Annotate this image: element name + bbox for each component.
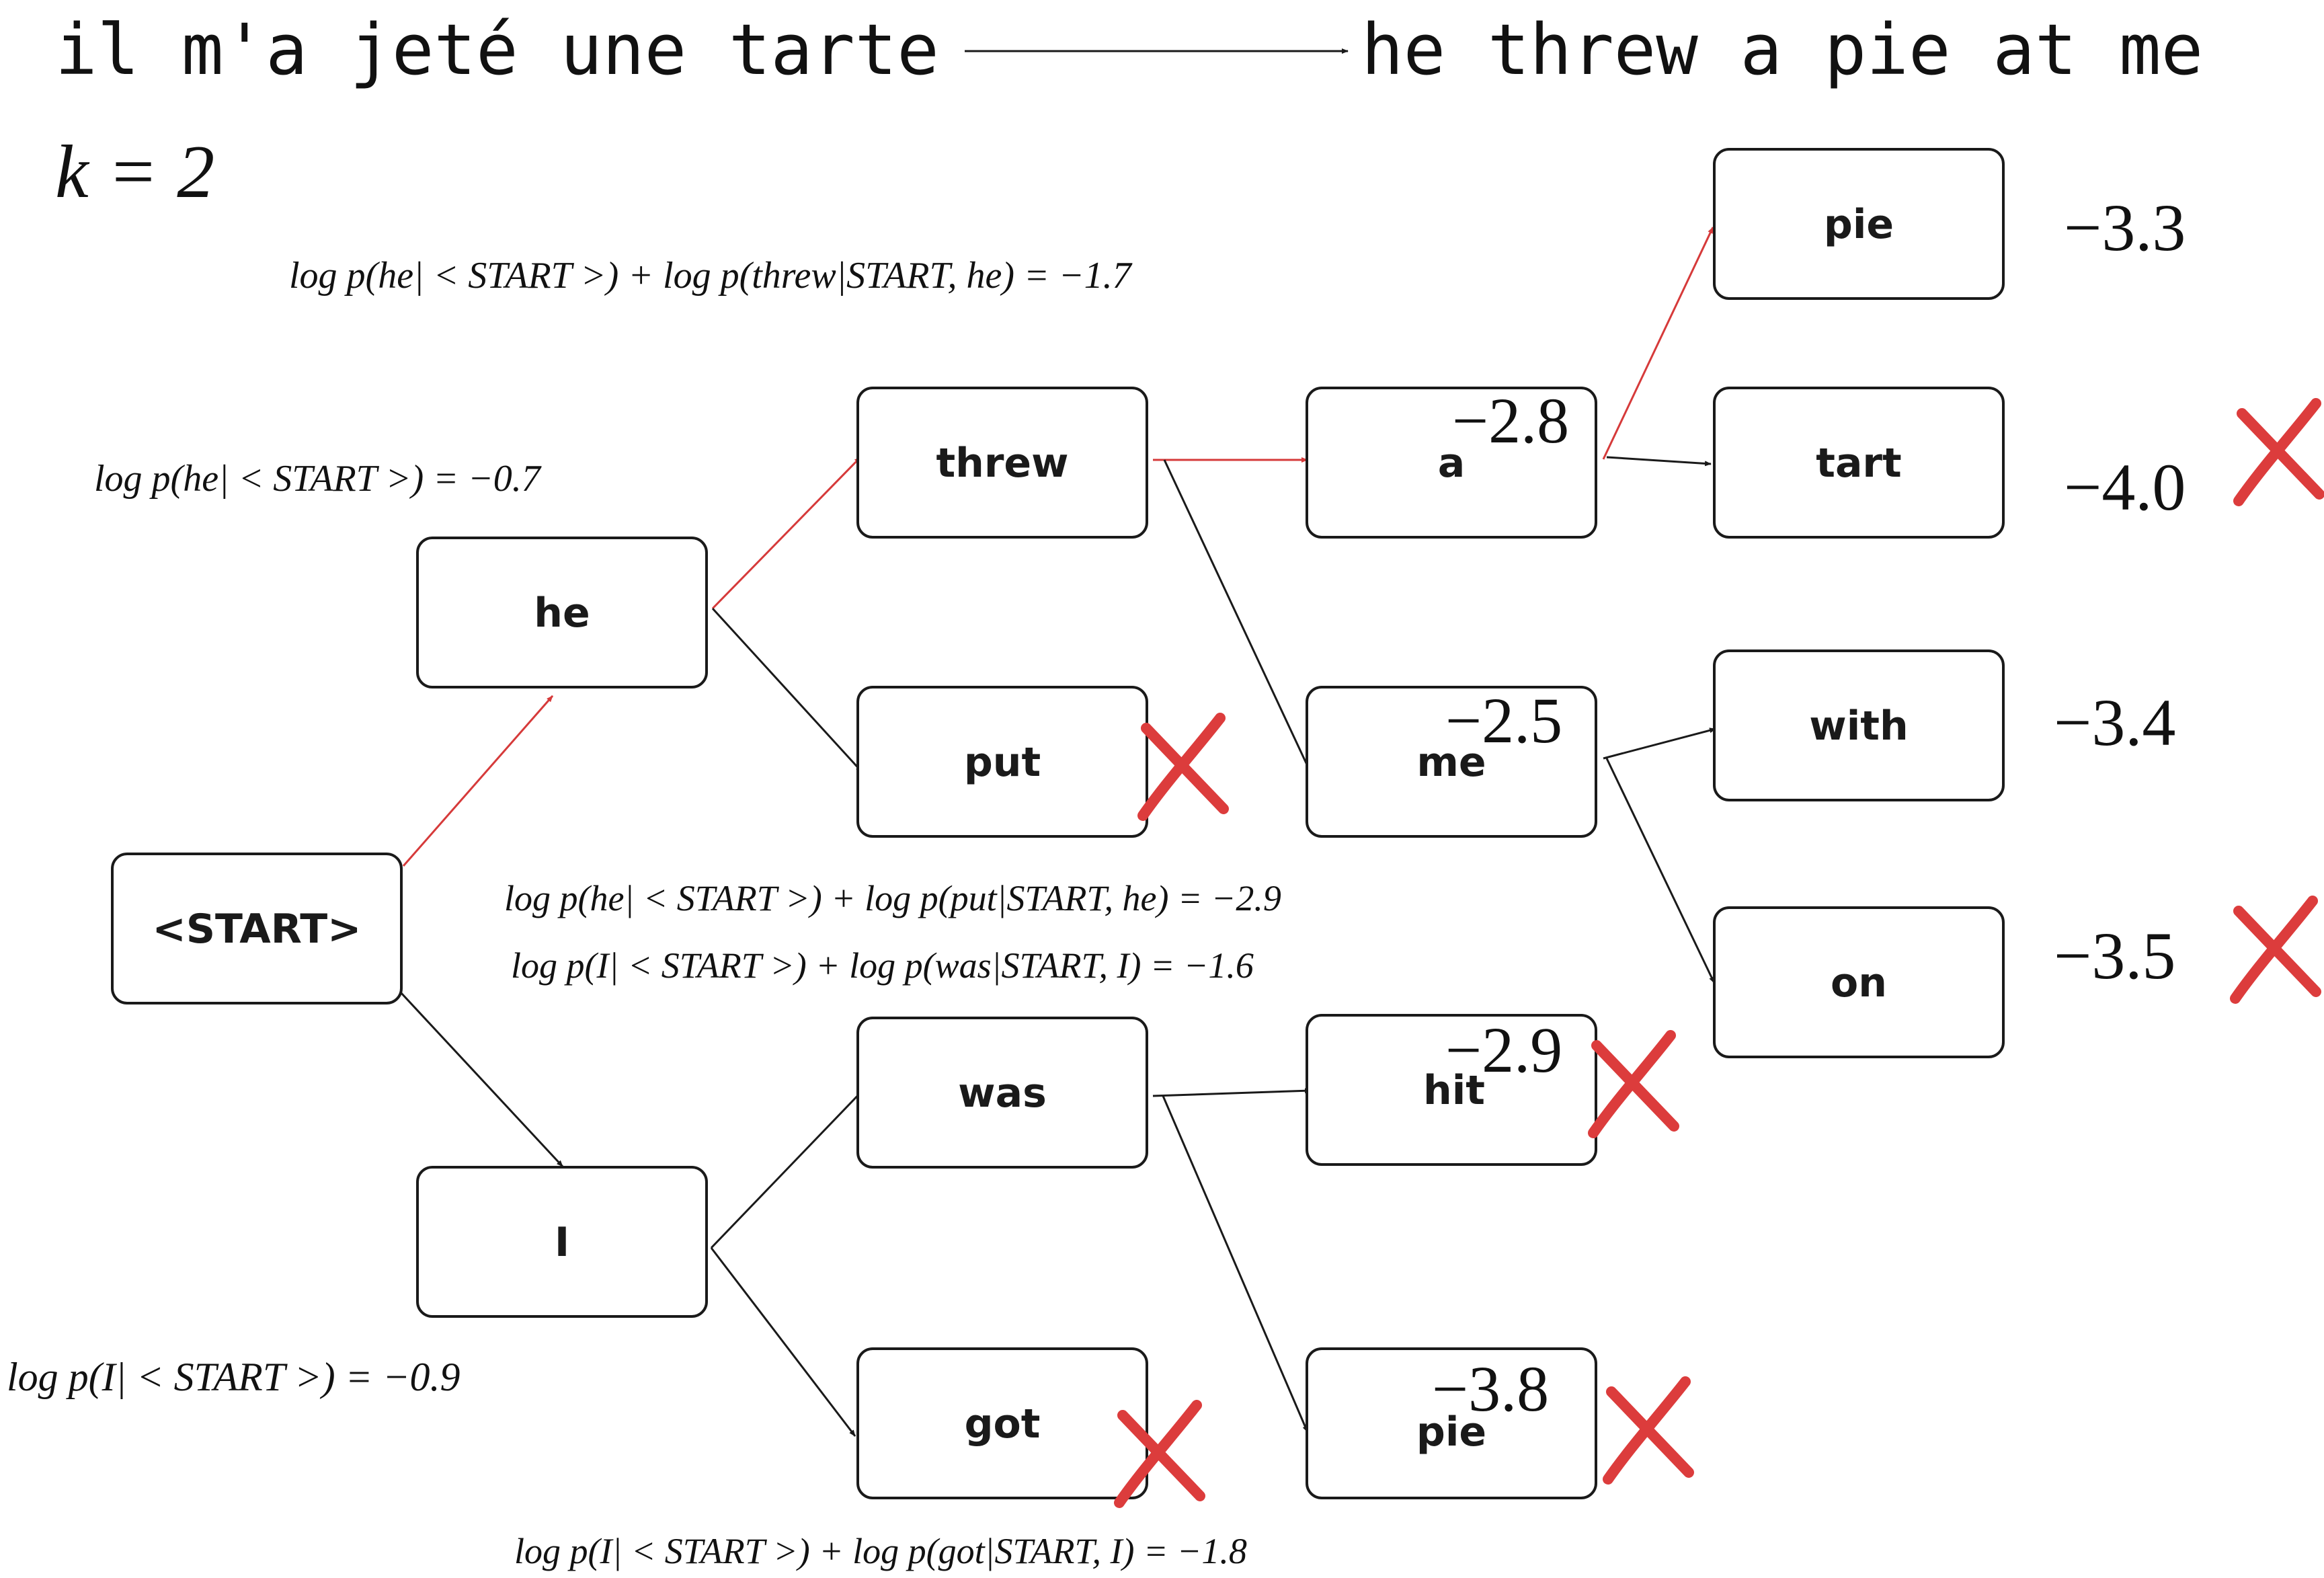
cross-icon <box>1114 1400 1205 1508</box>
node-label-hit: hit <box>1423 1067 1485 1114</box>
node-label-threw: threw <box>936 440 1068 487</box>
cross-icon <box>1603 1376 1694 1485</box>
node-pie: pie <box>1713 148 2005 300</box>
edge-was-pie <box>1162 1095 1309 1433</box>
node-i: I <box>416 1166 708 1318</box>
score-me: −2.5 <box>1445 684 1562 756</box>
score-pie-level3: −3.8 <box>1432 1353 1549 1425</box>
node-tart: tart <box>1713 387 2005 539</box>
node-me: me −2.5 <box>1306 684 1597 838</box>
cross-icon <box>2233 398 2324 506</box>
edge-he-put <box>711 607 863 773</box>
node-was: was <box>856 1017 1148 1169</box>
node-on: on <box>1713 906 2005 1058</box>
edge-me-with <box>1603 727 1716 760</box>
edge-was-hit <box>1152 1088 1312 1097</box>
node-hit: hit −2.9 <box>1306 1014 1597 1166</box>
node-put: put <box>856 686 1148 838</box>
node-pie-level3: pie −3.8 <box>1306 1347 1597 1499</box>
node-label-pie-level3: pie <box>1416 1409 1486 1456</box>
final-score-pie: −3.3 <box>2064 190 2186 265</box>
edge-me-on <box>1605 758 1716 984</box>
annotation-he-threw: log p(he| < START >) + log p(threw|START… <box>289 255 1133 297</box>
cross-icon <box>1588 1030 1679 1138</box>
node-label-got: got <box>965 1401 1041 1448</box>
node-label-a: a <box>1438 440 1466 487</box>
node-label-with: with <box>1809 703 1908 750</box>
edge-start-he <box>402 695 554 867</box>
node-with: with <box>1713 649 2005 801</box>
annotation-he-put: log p(he| < START >) + log p(put|START, … <box>504 878 1281 918</box>
edge-start-i <box>399 991 564 1168</box>
edge-a-tart <box>1606 456 1712 467</box>
cross-icon <box>2230 896 2321 1004</box>
final-score-on: −3.5 <box>2054 918 2175 993</box>
node-start: <START> <box>111 853 403 1004</box>
node-label-was: was <box>958 1070 1047 1117</box>
node-label-pie: pie <box>1824 201 1894 248</box>
edge-he-threw <box>711 456 862 610</box>
annotation-he: log p(he| < START >) = −0.7 <box>94 458 542 500</box>
node-label-i: I <box>555 1219 569 1266</box>
node-label-me: me <box>1416 739 1486 786</box>
score-a: −2.8 <box>1452 385 1569 457</box>
edge-i-was <box>710 1088 865 1249</box>
node-label-on: on <box>1831 959 1887 1007</box>
node-label-put: put <box>964 739 1041 786</box>
annotation-i-got: log p(I| < START >) + log p(got|START, I… <box>514 1531 1247 1571</box>
edge-a-pie <box>1602 227 1714 460</box>
node-label-he: he <box>534 590 590 637</box>
annotation-i: log p(I| < START >) = −0.9 <box>7 1355 460 1399</box>
node-he: he <box>416 537 708 688</box>
target-sentence: he threw a pie at me <box>1361 9 2203 91</box>
node-label-start: <START> <box>153 906 362 953</box>
edge-i-got <box>710 1247 856 1437</box>
edge-threw-me <box>1163 459 1312 774</box>
node-label-tart: tart <box>1816 440 1901 487</box>
source-sentence: il m'a jeté une tarte <box>55 9 939 91</box>
edges <box>399 227 1716 1437</box>
node-threw: threw <box>856 387 1148 539</box>
node-got: got <box>856 1347 1148 1499</box>
final-score-tart: −4.0 <box>2064 450 2186 524</box>
cross-icon <box>1137 713 1229 821</box>
node-a: a −2.8 <box>1306 385 1597 539</box>
score-hit: −2.9 <box>1445 1014 1562 1086</box>
annotation-i-was: log p(I| < START >) + log p(was|START, I… <box>511 945 1254 986</box>
beam-width-label: k = 2 <box>55 130 214 214</box>
final-score-with: −3.4 <box>2054 685 2175 760</box>
